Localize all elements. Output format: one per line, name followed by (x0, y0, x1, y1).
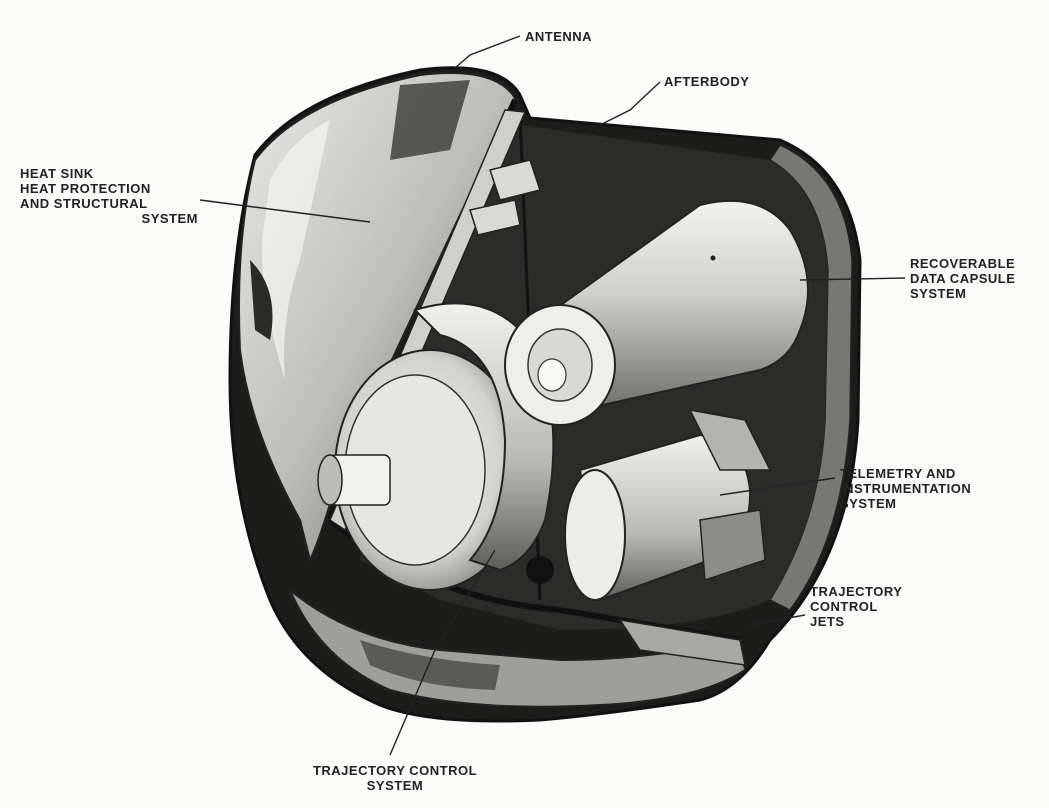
label-telemetry-line-1: TELEMETRY AND (840, 466, 956, 481)
label-antenna-line: ANTENNA (525, 29, 593, 44)
bracket-details (469, 159, 746, 666)
label-afterbody: AFTERBODY (664, 74, 749, 89)
label-afterbody-line: AFTERBODY (664, 74, 750, 89)
label-heat-sink-line-2: HEAT PROTECTION (20, 181, 151, 196)
label-recoverable-line-1: RECOVERABLE (910, 256, 1016, 271)
label-heat-sink: HEAT SINK HEAT PROTECTION AND STRUCTURAL… (20, 166, 198, 226)
label-recoverable-data-capsule: RECOVERABLE DATA CAPSULE SYSTEM (910, 256, 1015, 301)
label-jets-line-2: CONTROL (810, 599, 878, 614)
leader-lines (199, 35, 906, 756)
label-heat-sink-line-1: HEAT SINK (20, 166, 94, 181)
leader-trajectory-system (389, 549, 496, 756)
label-trajectory-control-system: TRAJECTORY CONTROL SYSTEM (295, 763, 495, 793)
label-trajectory-system-line-1: TRAJECTORY CONTROL (312, 763, 478, 778)
leader-heat-sink (199, 199, 371, 223)
leader-recoverable (799, 277, 906, 281)
recoverable-data-capsule (504, 199, 809, 426)
label-telemetry-line-3: SYSTEM (840, 496, 897, 511)
leader-jets (749, 614, 806, 626)
leader-telemetry (719, 477, 836, 496)
label-telemetry: TELEMETRY AND INSTRUMENTATION SYSTEM (840, 466, 971, 511)
label-telemetry-line-2: INSTRUMENTATION (840, 481, 972, 496)
label-antenna: ANTENNA (525, 29, 592, 44)
label-jets-line-3: JETS (810, 614, 845, 629)
label-heat-sink-line-3: AND STRUCTURAL (20, 196, 148, 211)
leader-antenna (454, 35, 521, 69)
label-trajectory-control-jets: TRAJECTORY CONTROL JETS (810, 584, 902, 629)
telemetry-instrumentation (564, 408, 772, 602)
leader-afterbody (599, 81, 661, 126)
label-heat-sink-line-4: SYSTEM (141, 211, 198, 226)
label-jets-line-1: TRAJECTORY (810, 584, 903, 599)
label-recoverable-line-2: DATA CAPSULE (910, 271, 1016, 286)
label-recoverable-line-3: SYSTEM (910, 286, 967, 301)
label-trajectory-system-line-2: SYSTEM (366, 778, 424, 793)
